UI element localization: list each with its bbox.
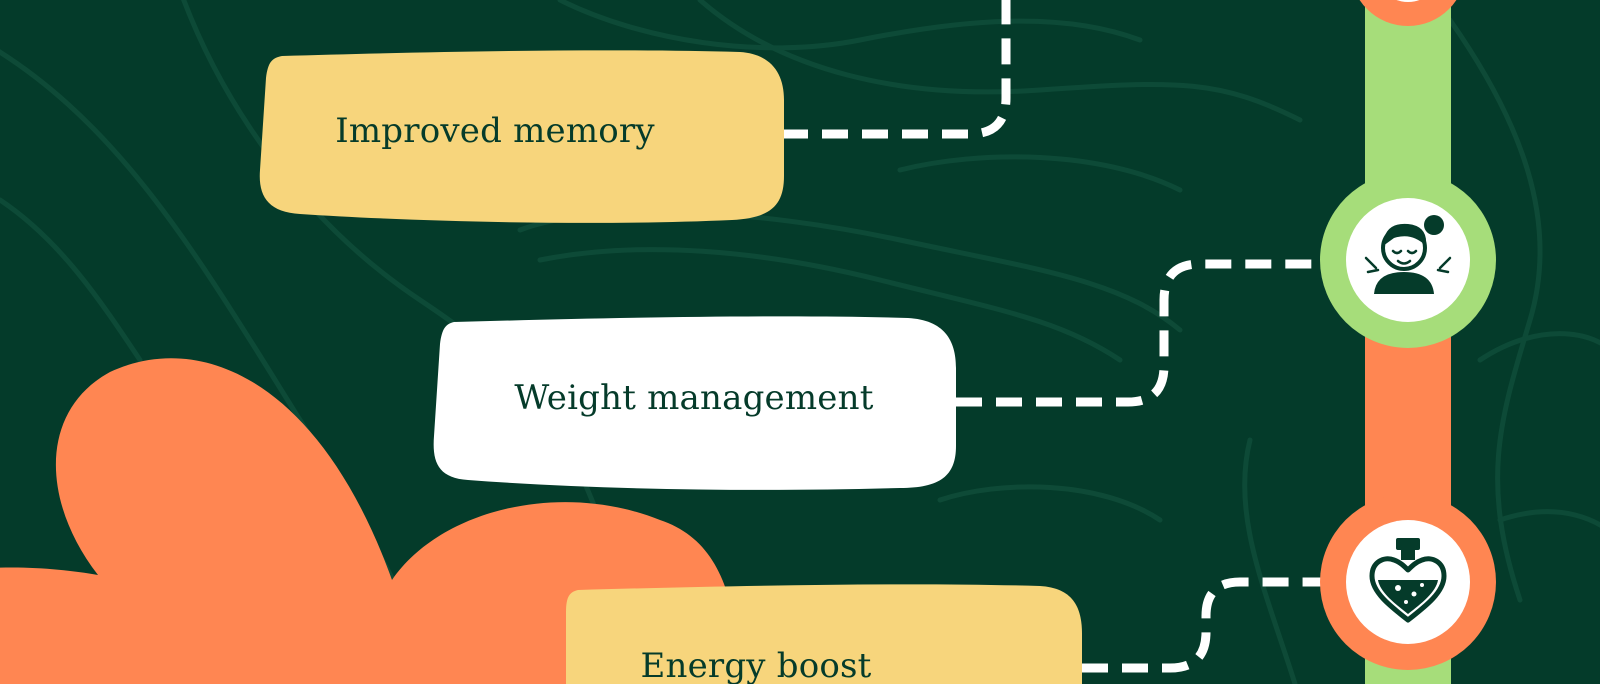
timeline-node-orange [1320, 494, 1496, 670]
timeline-node-top [1359, 0, 1457, 26]
track-segment-orange-middle [1365, 320, 1451, 520]
track-segment-green-top [1365, 0, 1451, 200]
connector-improved-memory [782, 0, 1011, 139]
benefit-label-weight-management: Weight management [514, 378, 873, 418]
benefit-card-energy-boost: Energy boost [566, 584, 1082, 684]
benefit-label-energy-boost: Energy boost [640, 646, 871, 684]
connector-lines [782, 0, 1340, 673]
heart-potion-icon [1369, 538, 1447, 623]
connector-energy-boost [1082, 577, 1340, 673]
benefit-card-improved-memory: Improved memory [259, 50, 784, 223]
connector-weight-management [956, 259, 1340, 407]
benefit-label-improved-memory: Improved memory [335, 111, 655, 151]
calm-person-icon [1364, 215, 1452, 294]
decorative-orange-blob [0, 358, 740, 684]
benefit-card-weight-management: Weight management [433, 316, 957, 490]
timeline-node-green [1320, 172, 1496, 348]
